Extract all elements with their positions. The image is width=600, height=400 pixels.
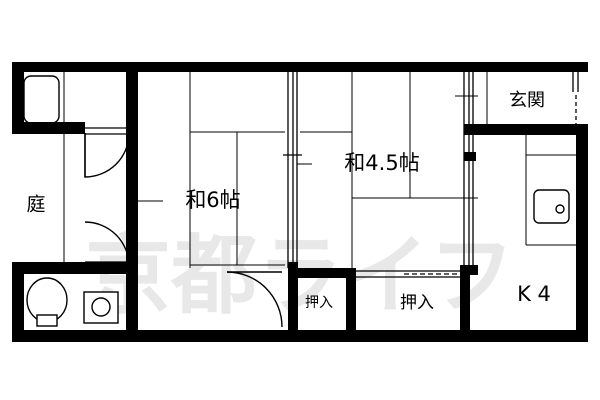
wash-basin-drain-icon — [91, 297, 111, 317]
walls — [12, 62, 588, 342]
room-label-closet1: 押入 — [305, 295, 333, 311]
wall-toilet-left — [12, 262, 24, 342]
wall-bottom — [12, 330, 588, 342]
door-leaves — [84, 133, 282, 273]
wall-jamb-closet — [288, 262, 298, 270]
bathtub-icon — [23, 75, 60, 124]
door-bath-arc-icon — [84, 132, 130, 178]
room-label-genkan: 玄関 — [509, 90, 545, 111]
room-label-washitsu6: 和6帖 — [185, 188, 240, 212]
wall-top — [12, 62, 588, 72]
wall-closet1-left — [288, 268, 298, 332]
room-labels: 庭 和6帖 和4.5帖 玄関 K 4 押入 押入 — [26, 90, 550, 313]
room-label-closet2: 押入 — [400, 293, 434, 313]
kitchen-sink-drain-icon — [555, 204, 565, 214]
room-label-niwa: 庭 — [26, 194, 45, 216]
room-label-washitsu45: 和4.5帖 — [344, 151, 419, 175]
wall-closet2-right — [460, 265, 470, 335]
kitchen-sink-icon — [533, 189, 570, 224]
fixtures — [23, 75, 570, 327]
wall-jamb-right — [464, 152, 476, 161]
wash-basin-icon — [83, 291, 119, 324]
wall-bath-left — [12, 62, 24, 134]
wall-closet1-right — [346, 268, 356, 332]
wall-right — [576, 124, 588, 336]
wall-toilet-top — [12, 262, 126, 274]
toilet-tank-icon — [36, 314, 58, 327]
wall-bath-bottom — [12, 122, 85, 134]
door-room6-arc-icon — [226, 271, 283, 328]
wall-closet2-top — [460, 265, 478, 275]
wall-genkan-bottom — [464, 124, 580, 135]
wall-right-top — [576, 62, 588, 72]
wall-center-left — [126, 62, 138, 342]
wall-closet1-top — [288, 268, 356, 278]
sliding-doors — [85, 66, 579, 278]
room-label-kitchen: K 4 — [517, 282, 551, 306]
